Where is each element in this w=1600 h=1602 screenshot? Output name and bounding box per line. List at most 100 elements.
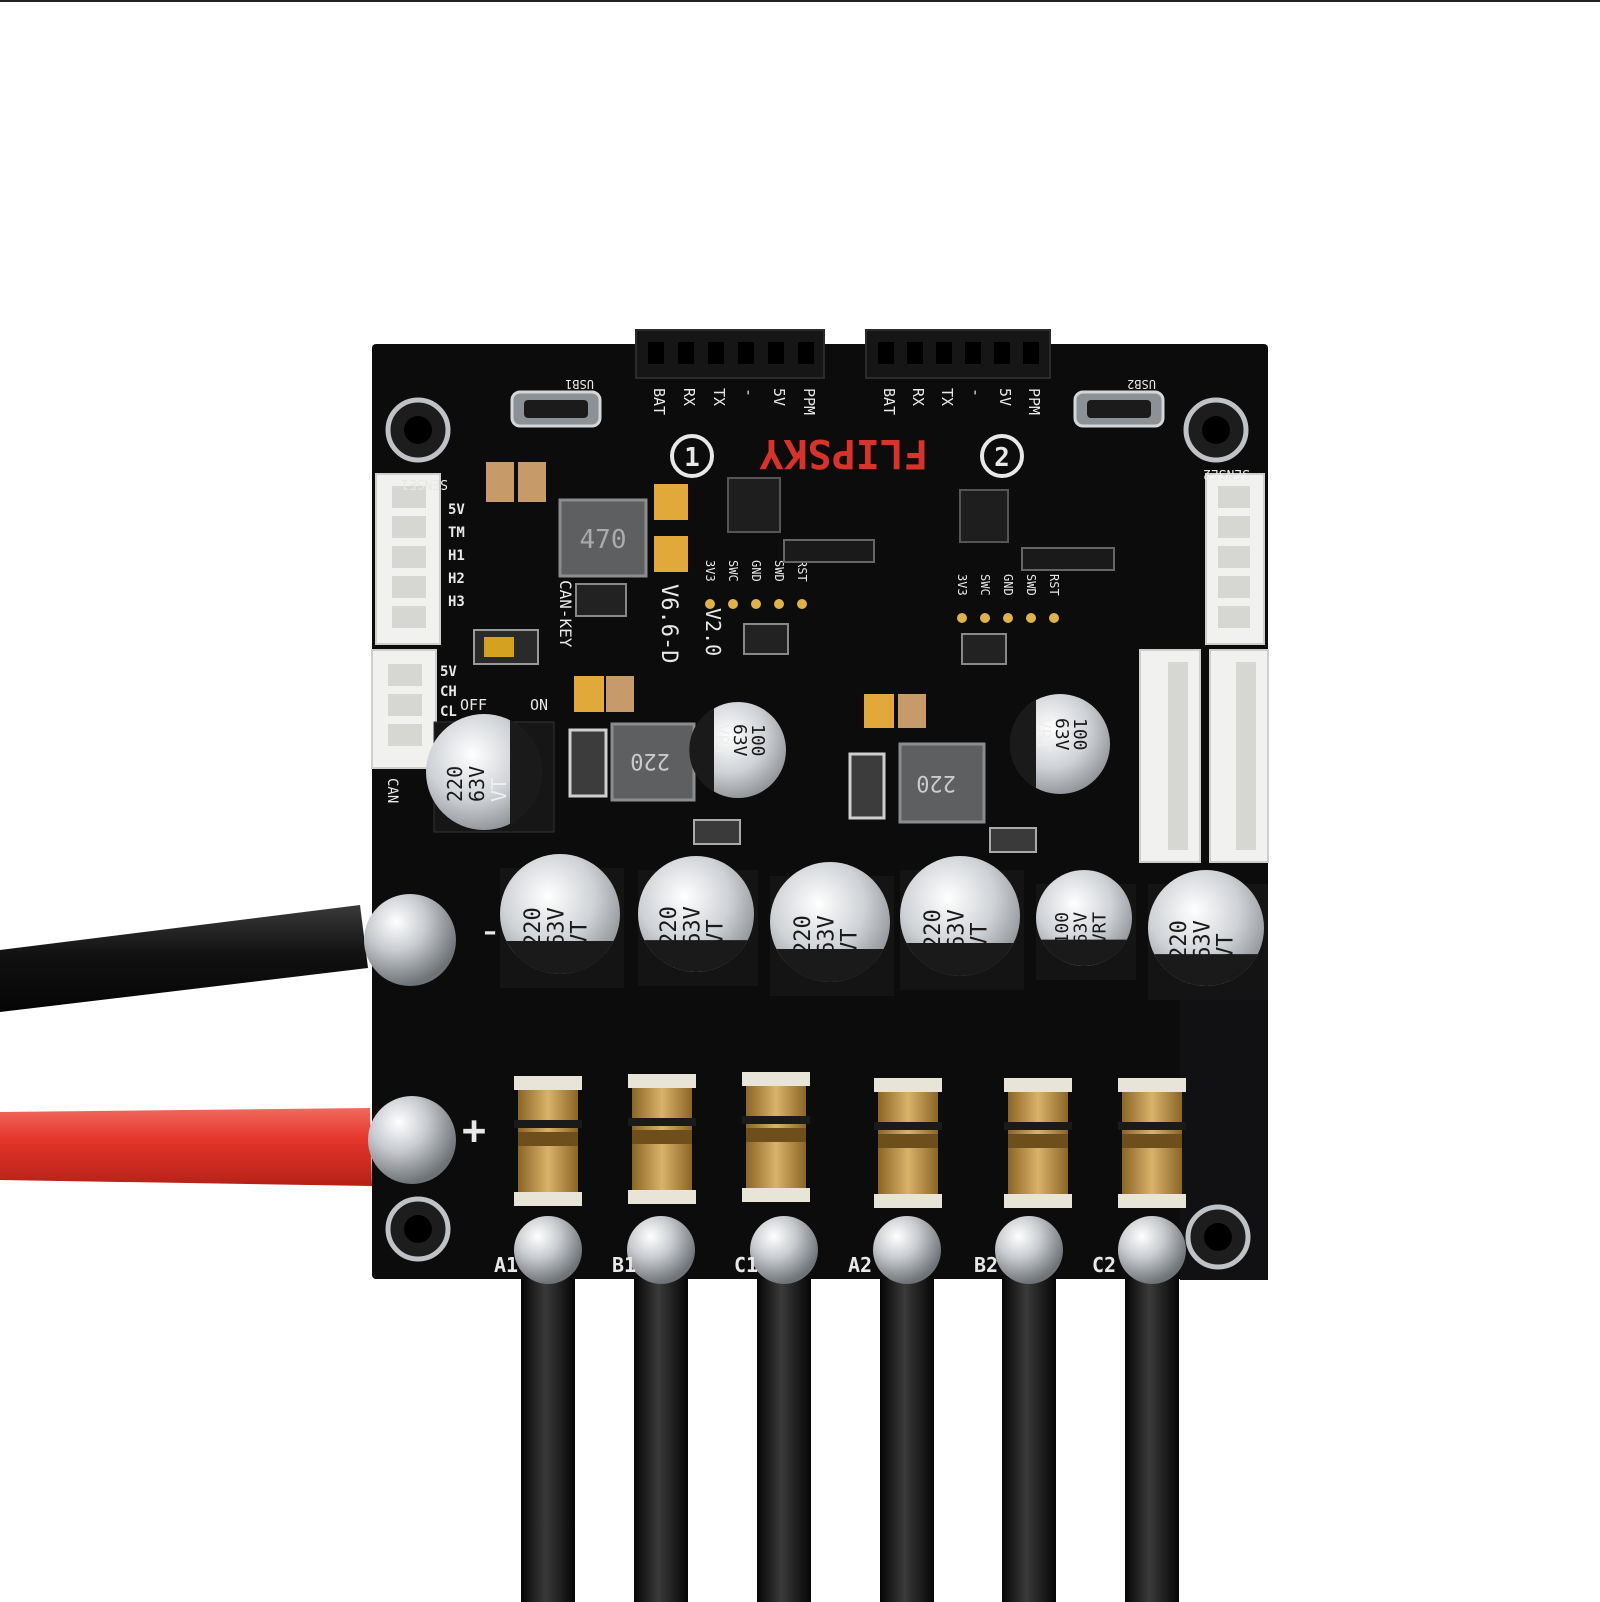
debug-pad — [774, 599, 784, 609]
debug-pad — [728, 599, 738, 609]
capacitor-rating: 63V — [1190, 920, 1215, 960]
ic-chip-1 — [727, 477, 781, 533]
phase-wire-b2 — [1002, 1240, 1056, 1602]
can-pin-label: 5V — [440, 664, 457, 680]
wire-positive — [0, 1108, 372, 1186]
can-pin-label: CH — [440, 684, 457, 700]
usb2-label: USB2 — [1127, 377, 1156, 391]
header-2-pin-label: TX — [938, 388, 956, 406]
shunt-1 — [514, 1076, 582, 1206]
version-sub-label: V2.0 — [701, 608, 725, 656]
channel-mark-1: 1 — [670, 434, 714, 478]
top-border-line — [0, 0, 1600, 2]
aux-connector-b — [1209, 649, 1269, 863]
capacitor-series: VT — [567, 921, 592, 948]
debug-pin-label: SWC — [978, 574, 992, 596]
capacitor-value: 100 — [1052, 912, 1073, 945]
debug-pin-label: 3V3 — [703, 560, 717, 582]
capacitor-value: 220 — [921, 909, 946, 949]
ic-chip-2 — [959, 489, 1009, 543]
aux-connector-a — [1139, 649, 1201, 863]
debug-pin-label: GND — [1001, 574, 1015, 596]
header-2-pin-label: BAT — [880, 388, 898, 415]
pcb — [372, 344, 1268, 1279]
header-1-pin-label: PPM — [800, 388, 818, 415]
sense1-pin-label: 5V — [448, 502, 465, 518]
sense1-pin-label: TM — [448, 525, 465, 541]
can-label: CAN — [384, 778, 400, 803]
header-2-pin-label: - — [967, 388, 985, 397]
capacitor-top-3: 100 63V VRT — [1009, 694, 1110, 794]
can-connector: CAN — [371, 649, 437, 803]
inductor-220-right: 220 — [898, 742, 986, 824]
debug-pin-label: SWD — [772, 560, 786, 582]
debug-pad — [957, 613, 967, 623]
positive-mark: + — [462, 1108, 486, 1154]
debug-pad — [1049, 613, 1059, 623]
svg-text:63V: 63V — [465, 766, 489, 802]
capacitor-series: VT — [967, 923, 992, 950]
debug-pad — [980, 613, 990, 623]
inductor-470: 470 — [558, 498, 648, 578]
header-1-pin-label: 5V — [770, 388, 788, 406]
svg-text:VRT: VRT — [711, 724, 732, 757]
debug-pad — [751, 599, 761, 609]
usb1-label: USB1 — [565, 377, 594, 391]
phase-pad-c2 — [1118, 1216, 1186, 1284]
negative-mark: - — [478, 908, 502, 954]
capacitor-series: VT — [1213, 933, 1238, 960]
phase-label: B1 — [612, 1253, 636, 1277]
phase-wire-c2 — [1125, 1240, 1179, 1602]
sense1-pin-label: H3 — [448, 594, 465, 610]
phase-wire-b1 — [634, 1240, 688, 1602]
capacitor-value: 220 — [521, 907, 546, 947]
usb1-port: USB1 — [510, 377, 602, 428]
debug-pad — [797, 599, 807, 609]
shunt-2 — [628, 1074, 696, 1204]
svg-text:1: 1 — [684, 443, 700, 473]
phase-pad-a2 — [873, 1216, 941, 1284]
phase-wires — [521, 1240, 1179, 1602]
brand-logo: FLIPSKY — [759, 430, 928, 476]
svg-text:100: 100 — [747, 724, 768, 757]
capacitor-rating: 63V — [814, 915, 839, 955]
sense1-label: SENSE1 — [401, 476, 448, 491]
pin-header-2 — [865, 329, 1051, 379]
capacitor-rating: 63V — [680, 906, 705, 946]
debug-pin-label: SWC — [726, 560, 740, 582]
debug-pin-label: RST — [795, 560, 809, 582]
channel-mark-2: 2 — [980, 434, 1024, 478]
capacitor-series: VT — [703, 919, 728, 946]
debug-pad — [705, 599, 715, 609]
capacitor-series: VT — [837, 929, 862, 956]
debug-pad — [1003, 613, 1013, 623]
header-1-pin-label: - — [740, 388, 758, 397]
debug-pad — [1026, 613, 1036, 623]
mounting-holes — [385, 397, 1251, 1270]
debug-pin-label: RST — [1047, 574, 1061, 596]
smd-components — [486, 462, 1115, 853]
capacitor-rating: 63V — [544, 907, 569, 947]
svg-text:220: 220 — [916, 770, 956, 795]
phase-label: C1 — [734, 1253, 758, 1277]
phase-wire-a1 — [521, 1240, 575, 1602]
capacitor-top-1: 220 63V VT — [426, 714, 555, 833]
pin-header-1 — [635, 329, 825, 379]
shunt-5 — [1004, 1078, 1072, 1208]
svg-text:470: 470 — [580, 525, 627, 555]
phase-label: A1 — [494, 1253, 518, 1277]
inductor-220-left: 220 — [610, 722, 696, 802]
